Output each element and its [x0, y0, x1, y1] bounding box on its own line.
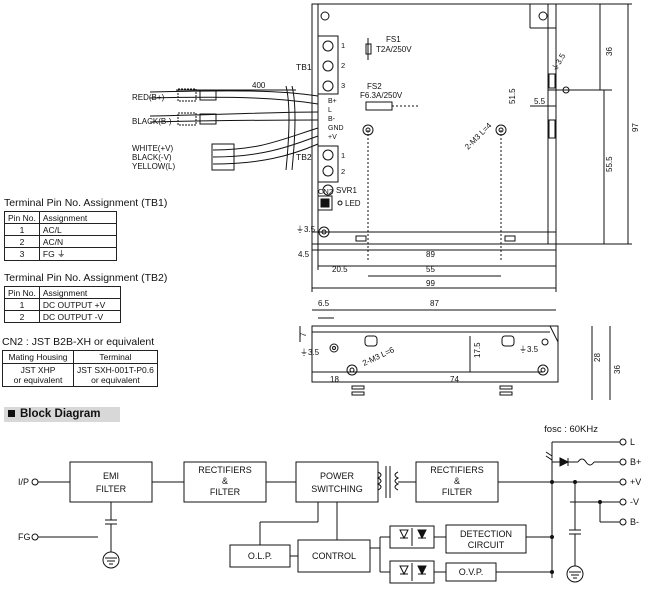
wire-black-label: BLACK(B-) [132, 117, 172, 126]
dim-55-5: 55.5 [605, 156, 614, 172]
emi-filter-block [69, 461, 153, 503]
wire-red-label: RED(B+) [132, 93, 165, 102]
power-switching-block [295, 461, 379, 503]
control-label: CONTROL [312, 551, 356, 561]
fs1-rating: T2A/250V [376, 45, 412, 54]
tb2-pin-2: 2 [341, 167, 345, 176]
dim-18: 18 [330, 375, 339, 384]
detection-label-1: DETECTION [460, 529, 512, 539]
dim-28: 28 [593, 353, 602, 362]
rect1-label-2: & [222, 476, 228, 486]
fs2-rating: F6.3A/250V [360, 91, 403, 100]
dim-55: 55 [426, 265, 435, 274]
dim-4-5: 4.5 [298, 250, 310, 259]
ground-mark-front: ⏚3.5 [296, 225, 316, 234]
dim-7: 7 [299, 332, 308, 337]
cn2-housing-1: JST XHP [20, 365, 56, 375]
heading-square-icon [8, 410, 15, 417]
wire-yellow-label: YELLOW(L) [132, 162, 175, 171]
emi-label-2: FILTER [96, 484, 127, 494]
mechanical-drawing: FS1 T2A/250V FS2 F6.3A/250V TB1 TB2 1 2 … [132, 3, 640, 400]
led-label: LED [345, 199, 361, 208]
dim-20-5: 20.5 [332, 265, 348, 274]
tb2-table-title: Terminal Pin No. Assignment (TB2) [4, 272, 168, 284]
power-label-1: POWER [320, 471, 355, 481]
tb1-pin-2: 2 [341, 61, 345, 70]
cn2-connector [317, 195, 333, 211]
cn2-terminal-1: JST SXH-001T-P0.6 [77, 365, 154, 375]
dc-pin-bplus: B+ [328, 98, 337, 105]
tb1-pin-3: 3 [341, 81, 345, 90]
detection-label-2: CIRCUIT [468, 540, 505, 550]
wire-length-dim: 400 [252, 81, 266, 90]
tb2-label: TB2 [296, 152, 312, 162]
tb2-terminal [317, 145, 339, 183]
wire-white-label: WHITE(+V) [132, 144, 173, 153]
olp-label: O.L.P. [248, 551, 272, 561]
tb2-pin-1: 1 [341, 151, 345, 160]
tb2-row2-assign: DC OUTPUT -V [38, 310, 121, 323]
dc-pin-gnd: GND [328, 125, 344, 132]
tb1-table-title: Terminal Pin No. Assignment (TB1) [4, 197, 168, 209]
out-bplus-label: B+ [630, 457, 641, 467]
rect2-label-3: FILTER [442, 487, 473, 497]
bottom-view-outline [311, 325, 559, 383]
ground-mark-bottom-l: ⏚3.5 [300, 348, 320, 357]
tb1-row3-pin: 3 [4, 247, 40, 261]
power-label-2: SWITCHING [311, 484, 363, 494]
wire-black-v-label: BLACK(-V) [132, 153, 172, 162]
fosc-label: fosc : 60KHz [544, 424, 598, 435]
chassis-outline [311, 3, 557, 245]
dim-51-5: 51.5 [508, 88, 517, 104]
cn2-terminal-2: or equivalent [91, 375, 140, 385]
dim-17-5: 17.5 [473, 342, 482, 358]
dim-97: 97 [631, 123, 640, 132]
out-l-label: L [630, 437, 635, 447]
cn2-housing-2: or equivalent [13, 375, 63, 385]
dc-pin-l: L [328, 107, 332, 114]
input-label: I/P [18, 477, 29, 487]
dim-74: 74 [450, 375, 459, 384]
dim-99: 99 [426, 279, 435, 288]
dim-5-5: 5.5 [534, 97, 546, 106]
tb2-row2-pin: 2 [4, 310, 40, 323]
fs2-label: FS2 [367, 82, 382, 91]
svr-label: SVR1 [336, 186, 357, 195]
dim-89: 89 [426, 250, 435, 259]
dc-pin-plusv: +V [328, 134, 337, 141]
dim-6-5: 6.5 [318, 299, 330, 308]
block-diagram-heading: Block Diagram [4, 407, 120, 422]
dim-36-front: 36 [605, 47, 614, 56]
tb1-row3-assign: FG ⏚ [38, 247, 117, 261]
ground-mark-bottom-r: ⏚3.5 [519, 345, 539, 354]
tb1-pin-1: 1 [341, 41, 345, 50]
cn2-label: CN2 [318, 187, 333, 196]
tb1-label: TB1 [296, 62, 312, 72]
out-plusv-label: +V [630, 477, 641, 487]
tb1-terminal [317, 35, 339, 95]
dim-87: 87 [430, 299, 439, 308]
fg-label: FG [18, 532, 31, 542]
rect1-label-1: RECTIFIERS [198, 465, 252, 475]
rect2-label-1: RECTIFIERS [430, 465, 484, 475]
emi-label-1: EMI [103, 471, 119, 481]
cn2-table-title: CN2 : JST B2B-XH or equivalent [2, 336, 155, 348]
rect2-label-2: & [454, 476, 460, 486]
dc-pin-bminus: B- [328, 116, 336, 123]
out-bminus-label: B- [630, 517, 639, 527]
block-diagram-title: Block Diagram [20, 408, 101, 420]
out-minusv-label: -V [630, 497, 639, 507]
rect1-label-3: FILTER [210, 487, 241, 497]
ovp-label: O.V.P. [459, 567, 484, 577]
dim-36-bottom: 36 [613, 365, 622, 374]
fs1-label: FS1 [386, 35, 401, 44]
detection-circuit-block [445, 524, 527, 554]
